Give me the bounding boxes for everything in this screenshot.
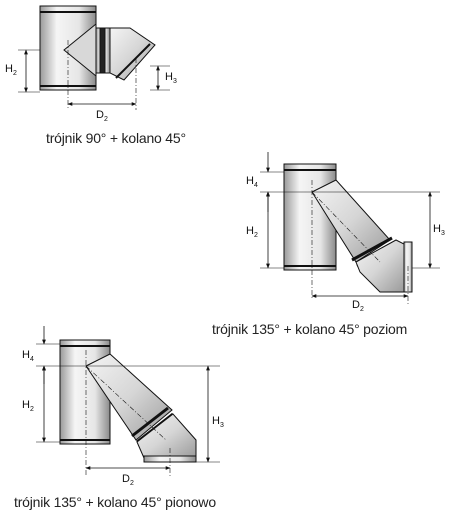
d1-d2-label: D2 [96, 109, 108, 123]
tee-body [59, 339, 111, 445]
d2-d2-label: D2 [352, 299, 364, 313]
d3-h4-label: H4 [22, 349, 34, 363]
diagram-tee-135-horizontal [260, 152, 440, 304]
caption-tee-135-horizontal: trójnik 135° + kolano 45° poziom [212, 321, 408, 337]
elbow-45 [136, 413, 197, 459]
caption-tee-90: trójnik 90° + kolano 45° [46, 130, 186, 146]
elbow-45 [109, 27, 156, 81]
d2-h2-label: H2 [246, 225, 258, 239]
d3-d2-label: D2 [122, 473, 134, 487]
diagram-tee-135-vertical [36, 326, 220, 476]
caption-tee-135-vertical: trójnik 135° + kolano 45° pionowo [14, 494, 216, 510]
tee-branch [85, 353, 173, 441]
d3-h3-label: H3 [212, 415, 224, 429]
d1-h3-label: H3 [165, 71, 177, 85]
d2-h3-label: H3 [433, 223, 445, 237]
d3-h2-label: H2 [22, 399, 34, 413]
diagram-tee-90 [18, 5, 170, 110]
d1-h2-label: H2 [5, 63, 17, 77]
d2-h4-label: H4 [246, 175, 258, 189]
